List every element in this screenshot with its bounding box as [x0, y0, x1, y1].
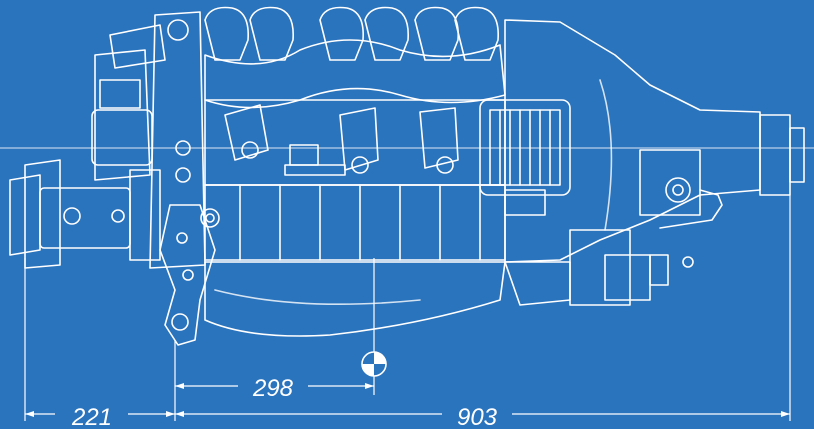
dimension-arrowheads: [25, 383, 790, 417]
dimension-label-overall: 903: [457, 404, 498, 429]
dimension-label-front: 221: [71, 404, 112, 429]
engine-side-view-icon: [0, 6, 814, 346]
dimension-label-cg: 298: [252, 375, 294, 402]
dimension-lines: [24, 195, 791, 421]
center-of-gravity-icon: [361, 351, 387, 377]
